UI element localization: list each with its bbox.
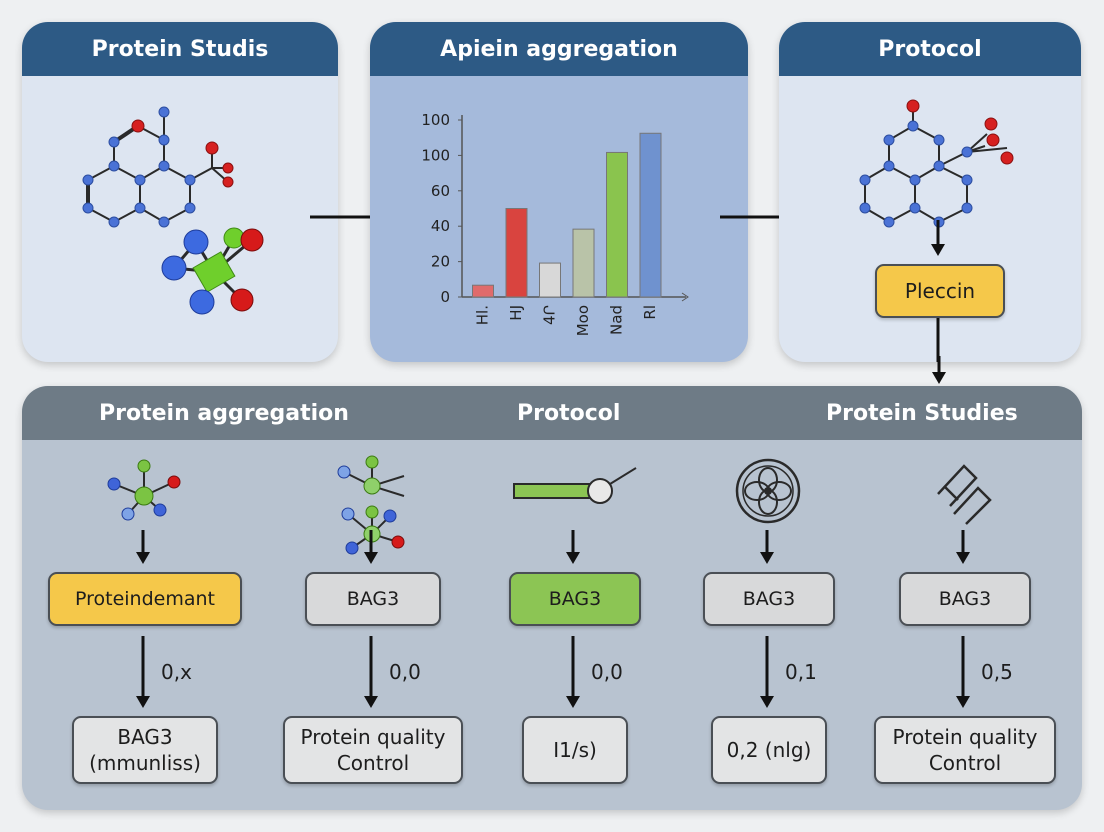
x-tick-label: 4Ր	[541, 305, 559, 325]
result-box: 0,2 (nlg)	[711, 716, 827, 784]
pens-icon	[937, 464, 992, 525]
panel-protocol: Protocol Pleccin	[779, 22, 1081, 362]
title-protocol: Protocol	[517, 400, 621, 426]
bar	[539, 262, 561, 298]
flower-cell-icon	[735, 458, 801, 524]
y-tick-label: 0	[440, 288, 450, 306]
bottom-panel-header	[22, 386, 1082, 440]
result-box: I1/s)	[522, 716, 628, 784]
arrow-down-icon	[566, 636, 580, 708]
step-value: 0,x	[161, 660, 192, 684]
arrow-down-icon	[566, 530, 580, 564]
x-axis-arrow	[681, 292, 689, 302]
panel-bottom-workflow: Protein aggregation Protocol Protein Stu…	[22, 386, 1082, 810]
molecule-icon	[107, 459, 181, 521]
result-box: Protein quality Control	[874, 716, 1056, 784]
y-tick-label: 100	[421, 146, 450, 164]
step-value: 0,0	[389, 660, 421, 684]
panel-title: Protocol	[779, 22, 1081, 76]
bar	[606, 151, 628, 298]
panel-protein-studies: Protein Studis	[22, 22, 338, 362]
ball-stick-molecule-icon	[161, 227, 264, 315]
arrow-down-icon	[956, 636, 970, 708]
bar	[572, 228, 595, 298]
arrow-down-icon	[956, 530, 970, 564]
step-box: Proteindemant	[48, 572, 242, 626]
bar	[639, 132, 662, 298]
molecule-icon	[859, 99, 1014, 362]
step-box: BAG3	[305, 572, 441, 626]
y-tick-label: 40	[431, 217, 450, 235]
probe-icon	[513, 467, 637, 504]
arrow-down-icon	[760, 530, 774, 564]
step-value: 0,5	[981, 660, 1013, 684]
step-box: BAG3	[703, 572, 835, 626]
x-tick-label: HJ	[507, 305, 525, 321]
title-protein-aggregation: Protein aggregation	[99, 400, 349, 426]
panel-title: Apiein aggregation	[370, 22, 748, 76]
arrow-down-icon	[136, 530, 150, 564]
step-box: BAG3	[509, 572, 641, 626]
step-value: 0,1	[785, 660, 817, 684]
arrow-down-icon	[760, 636, 774, 708]
x-tick-label: Nad	[608, 305, 626, 335]
panel-title: Protein Studis	[22, 22, 338, 76]
x-tick-label: Rl	[641, 305, 659, 320]
step-value: 0,0	[591, 660, 623, 684]
bar	[505, 208, 528, 298]
y-tick-label: 100	[421, 111, 450, 129]
result-box: BAG3 (mmunliss)	[72, 716, 218, 784]
result-box: Protein quality Control	[283, 716, 463, 784]
x-tick-label: Hl.	[474, 305, 492, 325]
x-tick-label: Moo	[574, 305, 592, 336]
y-tick-label: 20	[431, 253, 450, 271]
title-protein-studies: Protein Studies	[826, 400, 1018, 426]
arrow-down-icon	[932, 356, 946, 384]
benzene-molecule-icon	[82, 106, 234, 228]
arrow-down-icon	[364, 530, 378, 564]
step-box: BAG3	[899, 572, 1031, 626]
arrow-down-icon	[364, 636, 378, 708]
arrow-down-icon	[136, 636, 150, 708]
bar	[472, 284, 494, 298]
y-tick-label: 60	[431, 182, 450, 200]
pleccin-box: Pleccin	[875, 264, 1005, 318]
